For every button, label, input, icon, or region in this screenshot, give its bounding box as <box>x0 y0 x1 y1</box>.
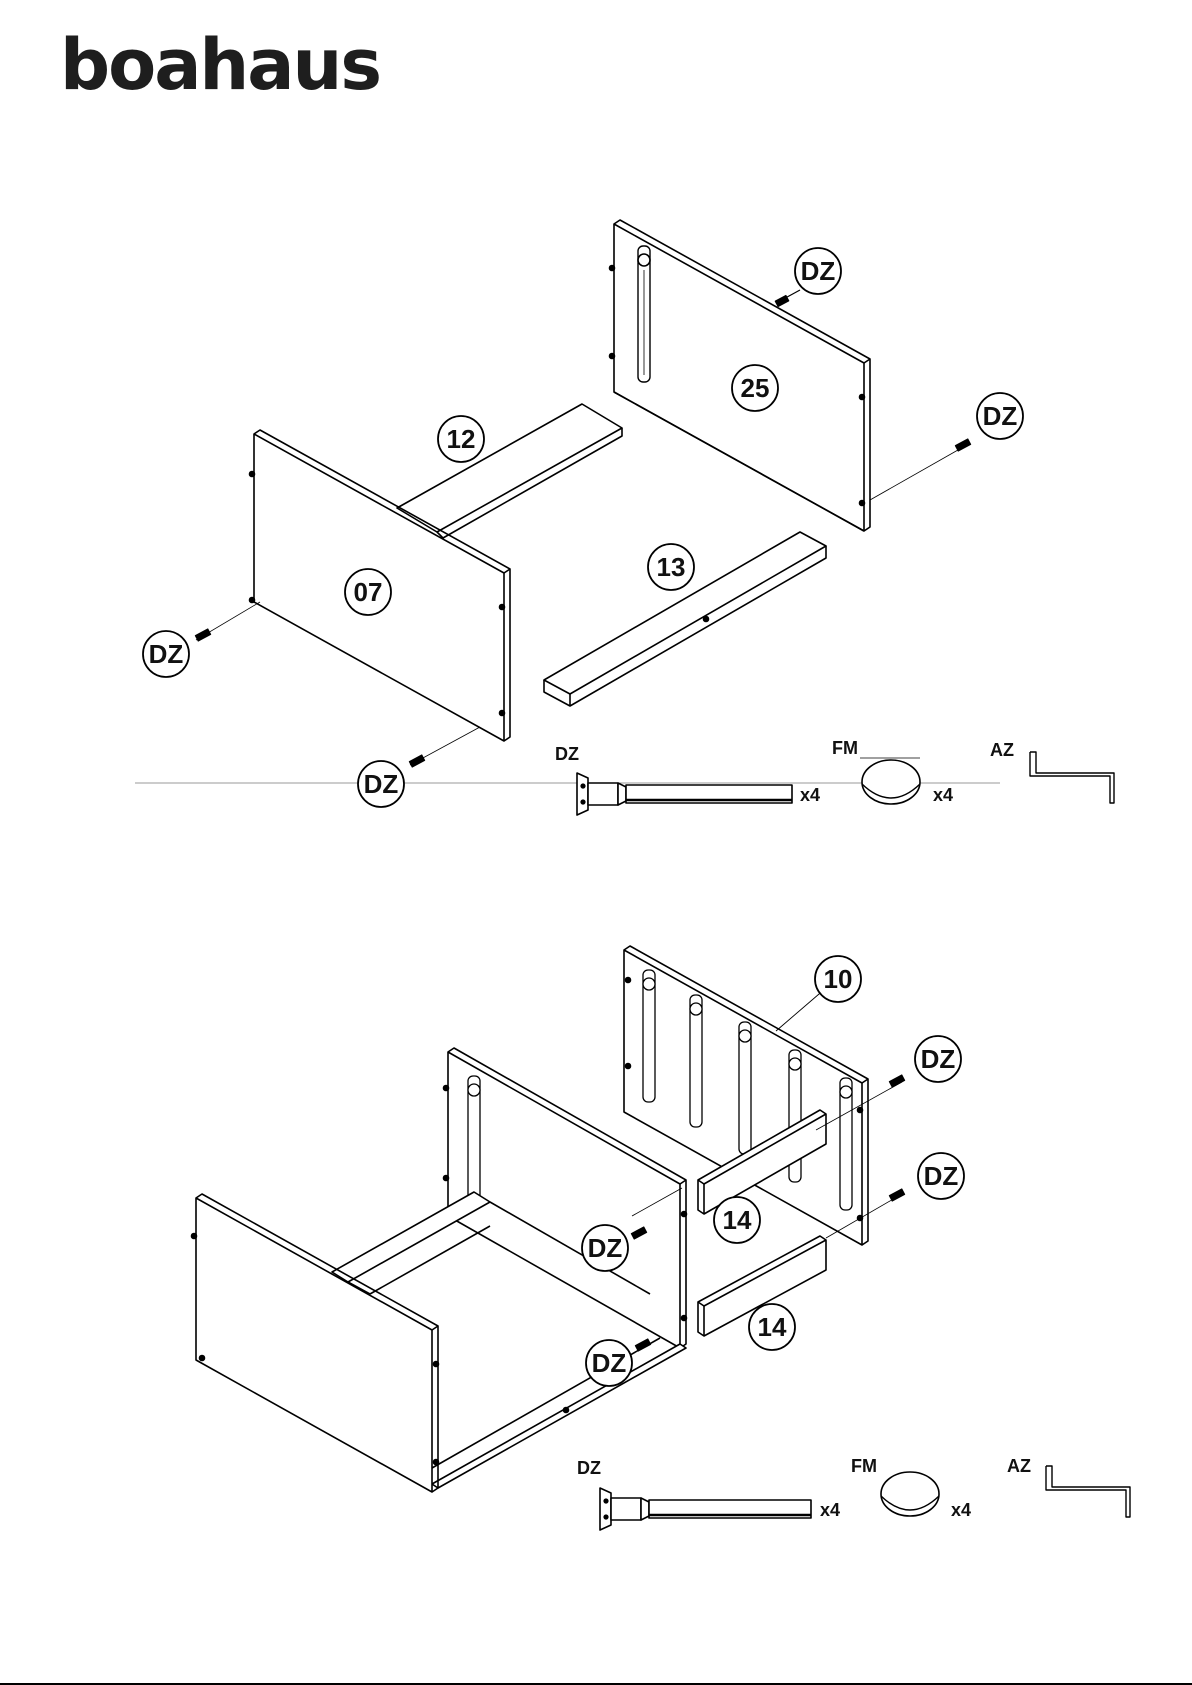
part-qty-fm-2: x4 <box>951 1500 971 1520</box>
callout-dz-b: DZ <box>924 1161 959 1191</box>
callout-rail-14-upper: 14 <box>723 1205 752 1235</box>
part-qty-dz-2: x4 <box>820 1500 840 1520</box>
callout-rail-13: 13 <box>657 552 686 582</box>
part-label-fm-1: FM <box>832 738 858 758</box>
part-dz-screw-2 <box>600 1488 811 1530</box>
callout-panel-07: 07 <box>354 577 383 607</box>
part-az-key-2 <box>1046 1466 1130 1517</box>
callout-dz-top: DZ <box>801 256 836 286</box>
part-qty-dz-1: x4 <box>800 785 820 805</box>
callout-dz-bottom: DZ <box>364 769 399 799</box>
part-fm-disc-1 <box>860 758 920 804</box>
part-dz-screw-1 <box>577 773 792 815</box>
rail-12-drawing <box>397 404 622 538</box>
callout-dz-right: DZ <box>983 401 1018 431</box>
callout-panel-25: 25 <box>741 373 770 403</box>
step-1-diagram <box>135 220 1114 815</box>
callout-dz-left: DZ <box>149 639 184 669</box>
part-label-az-1: AZ <box>990 740 1014 760</box>
callout-rail-14-lower: 14 <box>758 1312 787 1342</box>
part-fm-disc-2 <box>881 1472 939 1516</box>
callout-panel-10: 10 <box>824 964 853 994</box>
part-label-dz-2: DZ <box>577 1458 601 1478</box>
part-label-fm-2: FM <box>851 1456 877 1476</box>
part-label-dz-1: DZ <box>555 744 579 764</box>
step-2-diagram <box>192 946 1131 1530</box>
callout-dz-d: DZ <box>592 1348 627 1378</box>
part-qty-fm-1: x4 <box>933 785 953 805</box>
callout-dz-a: DZ <box>921 1044 956 1074</box>
part-az-key-1 <box>1030 752 1114 803</box>
part-label-az-2: AZ <box>1007 1456 1031 1476</box>
callout-rail-12: 12 <box>447 424 476 454</box>
callout-dz-c: DZ <box>588 1233 623 1263</box>
